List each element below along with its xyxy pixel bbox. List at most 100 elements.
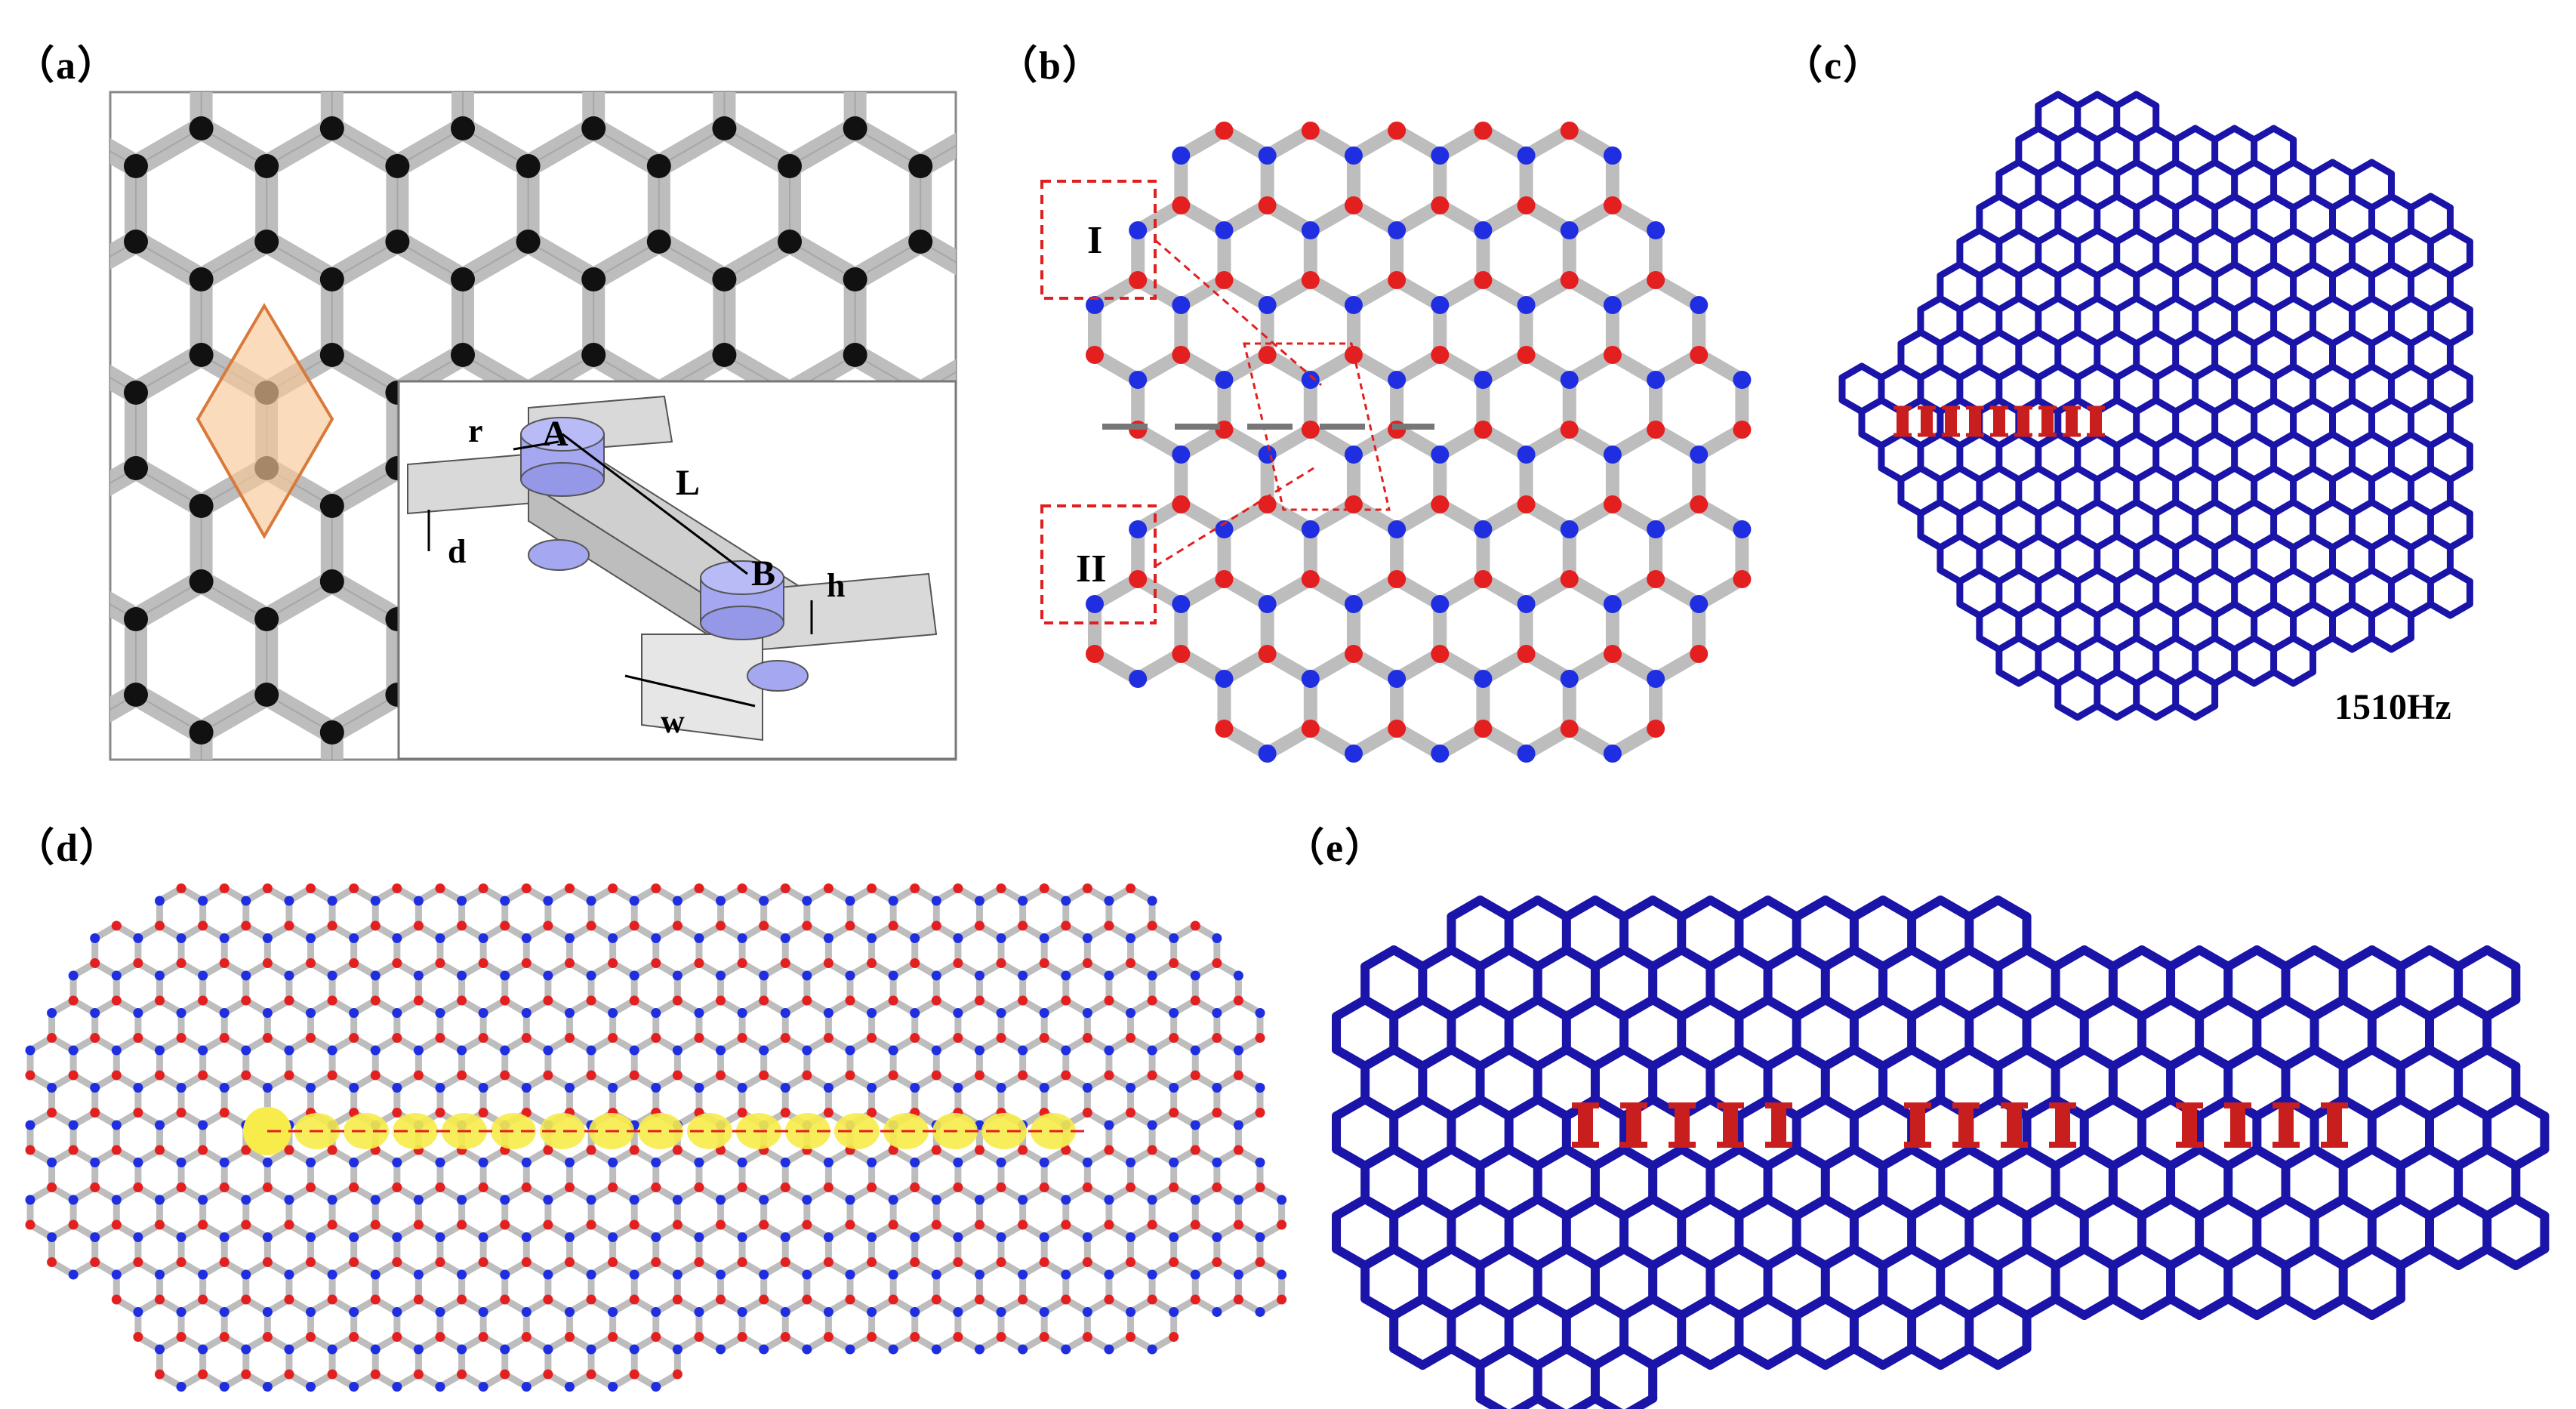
rod xyxy=(2251,396,2278,415)
mass-node xyxy=(1344,196,1363,214)
rod xyxy=(2231,668,2258,687)
mass-node xyxy=(349,1158,359,1167)
rod xyxy=(2290,261,2317,279)
mass-node xyxy=(737,958,747,968)
rod xyxy=(2387,566,2414,585)
mass-node xyxy=(843,343,867,367)
rod xyxy=(2113,261,2140,279)
rod xyxy=(2094,362,2121,381)
mass-node xyxy=(716,1219,726,1230)
rod xyxy=(1590,1145,1629,1170)
mass-node xyxy=(1388,520,1407,538)
rod xyxy=(2035,261,2062,279)
mass-node xyxy=(189,720,214,745)
rod xyxy=(2251,362,2278,381)
rod xyxy=(2427,328,2454,347)
mass-node xyxy=(1190,1294,1200,1305)
rod xyxy=(2108,1145,2146,1170)
mass-node xyxy=(284,1269,294,1280)
rod xyxy=(2192,227,2219,245)
rod xyxy=(1917,532,1944,551)
mass-node xyxy=(189,267,214,291)
rod xyxy=(2195,1045,2233,1071)
mass-node xyxy=(564,1158,575,1167)
rod xyxy=(1937,294,1964,313)
mass-node xyxy=(1301,570,1320,588)
mass-node xyxy=(111,995,122,1006)
mass-node xyxy=(1061,970,1071,981)
mass-node xyxy=(845,920,855,931)
mass-node xyxy=(392,1033,402,1043)
rod xyxy=(1567,1394,1600,1409)
rod xyxy=(1533,995,1571,1021)
mass-node xyxy=(133,1232,143,1242)
mass-node xyxy=(1082,1332,1092,1342)
mode-cell xyxy=(1945,408,1957,435)
rod xyxy=(2290,294,2317,313)
rod xyxy=(1820,1045,1859,1071)
mass-node xyxy=(974,1145,984,1155)
mass-node xyxy=(608,1257,618,1267)
rod xyxy=(1936,1294,1974,1320)
rod xyxy=(2152,193,2180,211)
region-I-box xyxy=(1040,180,1157,300)
mass-node xyxy=(1647,371,1665,389)
mass-node xyxy=(1126,1108,1136,1118)
mode-cell xyxy=(2007,1105,2022,1145)
rod xyxy=(1475,1394,1508,1409)
mass-node xyxy=(154,1195,165,1205)
mode-cell xyxy=(2066,408,2078,435)
rod xyxy=(2211,193,2239,211)
mass-node xyxy=(1129,520,1148,538)
rod xyxy=(2251,227,2278,245)
rod xyxy=(1561,1294,1600,1320)
rod xyxy=(2281,1195,2319,1220)
rod xyxy=(2015,193,2042,211)
mass-node xyxy=(1301,122,1320,140)
mass-node xyxy=(219,1232,230,1242)
rod xyxy=(2251,125,2278,143)
mass-node xyxy=(133,933,143,943)
mass-node xyxy=(1147,1145,1157,1155)
rod xyxy=(1360,1095,1399,1121)
mass-node xyxy=(176,1382,186,1392)
rod xyxy=(1332,1244,1370,1270)
mass-node xyxy=(1431,196,1450,214)
mass-node xyxy=(974,1294,984,1305)
inset-label-d: d xyxy=(448,533,466,570)
rod xyxy=(2172,668,2199,687)
mass-node xyxy=(737,1307,747,1317)
panel-label-c: （c） xyxy=(1783,45,1884,88)
rod xyxy=(2396,995,2434,1021)
mass-node xyxy=(564,1182,575,1192)
mass-node xyxy=(327,1269,337,1280)
mass-node xyxy=(1190,1045,1200,1056)
rod xyxy=(2427,294,2454,313)
rod xyxy=(2309,1145,2348,1170)
mass-node xyxy=(521,1033,532,1043)
rod xyxy=(2172,396,2199,415)
rod xyxy=(2094,702,2121,721)
rod xyxy=(2446,396,2473,415)
mass-node xyxy=(1733,520,1752,538)
rod xyxy=(2152,634,2180,653)
mass-node xyxy=(1603,645,1622,663)
mass-node xyxy=(1082,1083,1092,1093)
mass-node xyxy=(1603,196,1622,214)
rod xyxy=(2270,532,2297,551)
rod xyxy=(1504,1045,1542,1071)
rod xyxy=(2035,566,2062,585)
mass-node xyxy=(1082,1108,1092,1118)
mass-node xyxy=(694,1083,704,1093)
mass-node xyxy=(1277,1269,1287,1280)
inset-label-A: A xyxy=(542,414,569,454)
mass-node xyxy=(1233,1269,1243,1280)
rod xyxy=(2368,294,2395,313)
mass-node xyxy=(1233,1195,1243,1205)
rod xyxy=(2094,600,2121,619)
rod xyxy=(2424,1244,2464,1270)
rod xyxy=(2446,362,2473,381)
rod xyxy=(1878,1095,1917,1121)
mass-node xyxy=(500,1294,510,1305)
mass-node xyxy=(974,1045,984,1056)
